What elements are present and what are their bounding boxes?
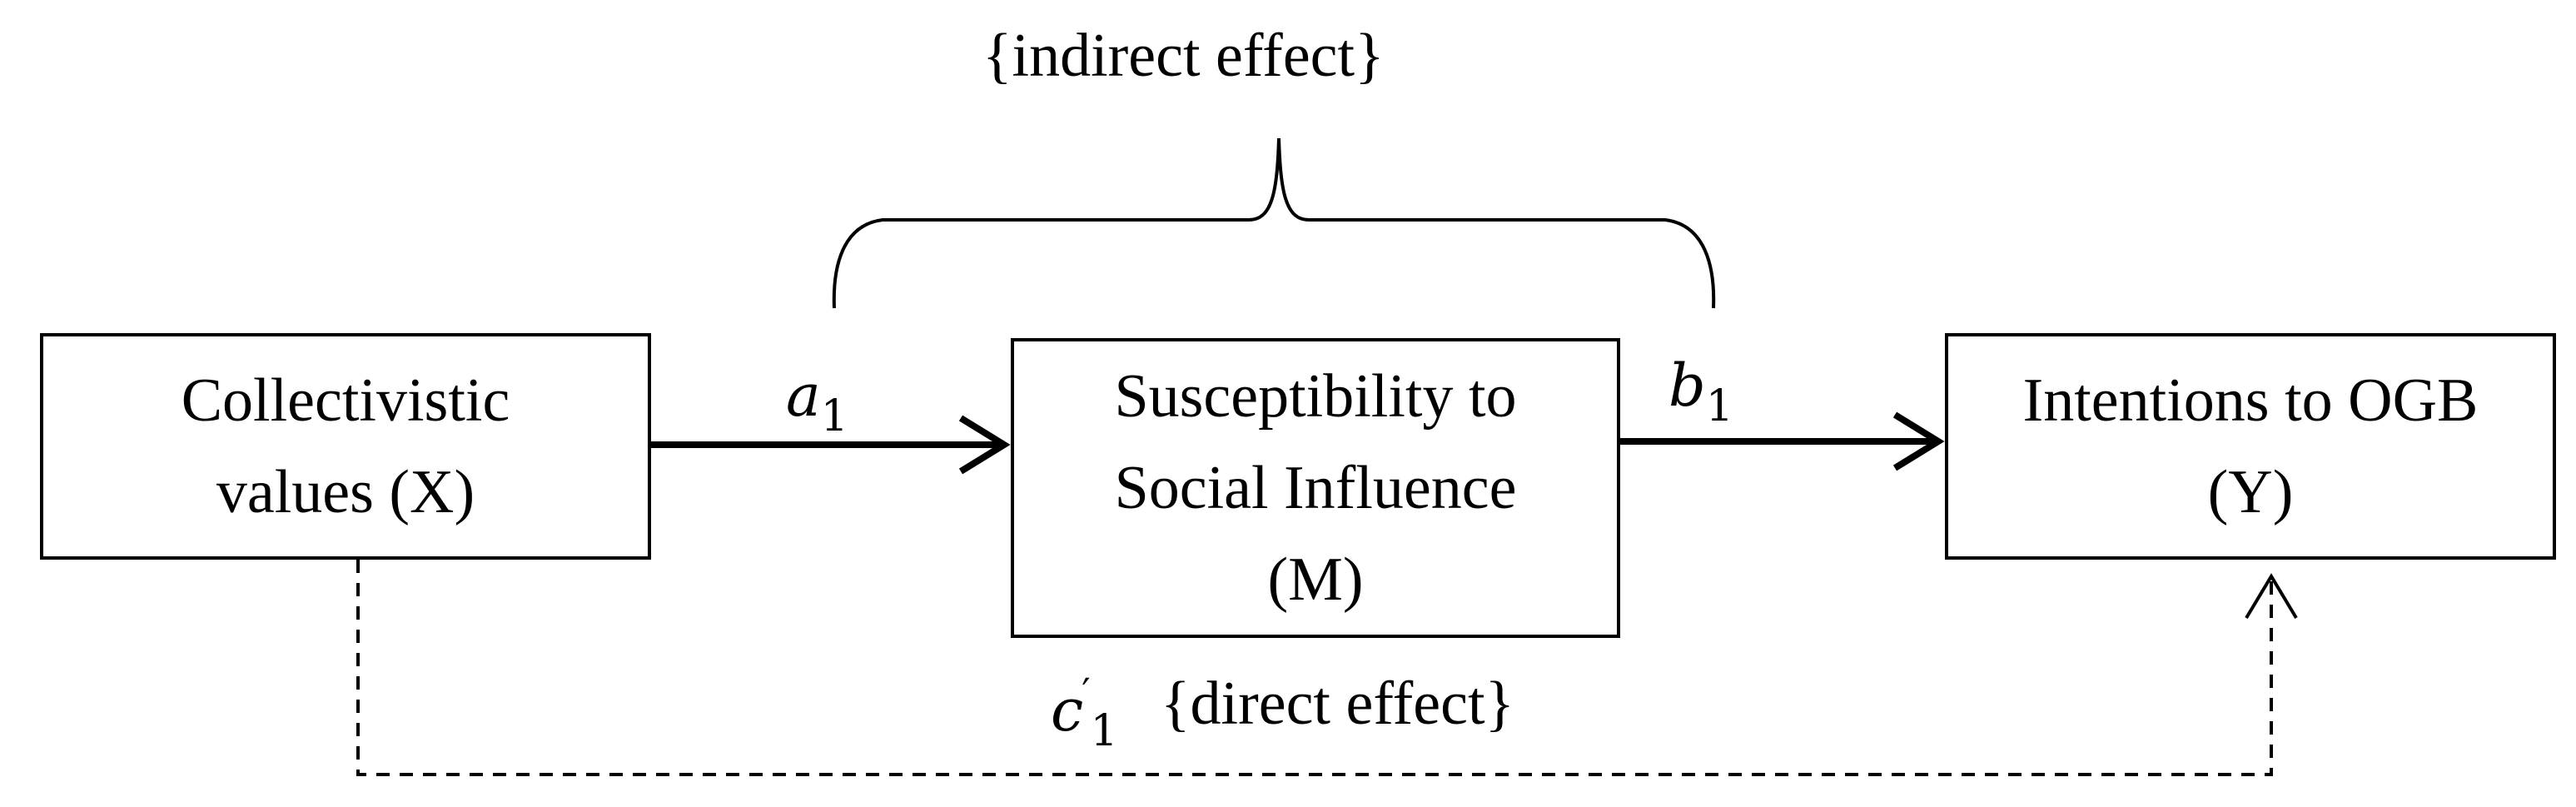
path-b-symbol: b [1668, 351, 1706, 420]
path-c-subscript: 1 [1090, 706, 1118, 756]
node-m-line3: (M) [1267, 545, 1364, 614]
indirect-effect-label: {indirect effect} [982, 22, 1385, 90]
path-c-symbol: c [1051, 676, 1084, 745]
path-a-arrowhead [958, 415, 1011, 475]
node-x-line2: values (X) [216, 458, 475, 526]
path-b-label: b1 [1668, 356, 1733, 428]
node-y-box: Intentions to OGB (Y) [1945, 333, 2556, 560]
node-m-line2: Social Influence [1114, 454, 1517, 522]
path-c-prime: ′ [1082, 670, 1091, 715]
path-c-label: c′1 [1051, 673, 1118, 753]
node-m-box: Susceptibility to Social Influence (M) [1011, 338, 1620, 638]
indirect-effect-brace [832, 137, 1716, 309]
path-b-arrowhead [1892, 411, 1945, 471]
path-c-dashed-line [356, 560, 2273, 776]
path-c-arrowhead [2245, 573, 2298, 620]
direct-effect-label: {direct effect} [1161, 670, 1515, 738]
node-x-box: Collectivistic values (X) [40, 333, 651, 560]
path-b-subscript: 1 [1705, 381, 1733, 431]
path-a-label: a1 [786, 366, 848, 438]
path-a-subscript: 1 [820, 391, 848, 441]
node-x-line1: Collectivistic [181, 366, 510, 435]
node-y-line2: (Y) [2207, 458, 2294, 526]
node-y-line1: Intentions to OGB [2022, 366, 2479, 435]
path-a-symbol: a [786, 361, 821, 430]
node-m-line1: Susceptibility to [1114, 362, 1517, 431]
